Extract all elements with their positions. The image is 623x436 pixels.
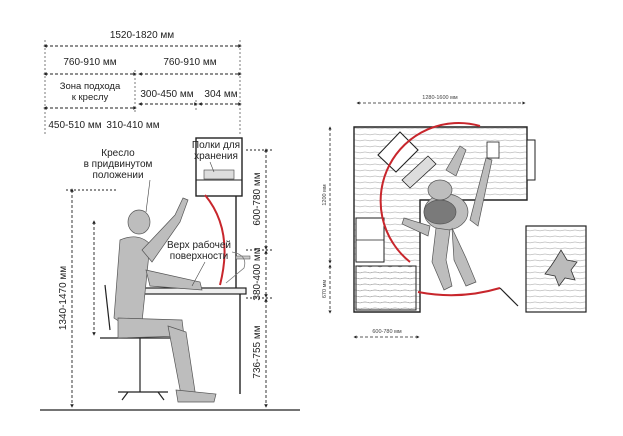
label-shelves-2: хранения xyxy=(194,151,238,162)
label-chair-pushed-2: в придвинутом xyxy=(84,159,153,170)
label-dim-1340-1470: 1340-1470 мм xyxy=(58,266,69,330)
label-chair-pushed-3: положении xyxy=(92,170,143,181)
label-dim-600-780: 600-780 мм xyxy=(252,172,263,225)
plan-reach-arc xyxy=(379,122,481,263)
label-chair-pushed-1: Кресло xyxy=(101,148,135,159)
label-dim-736-755: 736-755 мм xyxy=(252,325,263,378)
label-plan-670: 670 мм xyxy=(322,280,328,298)
label-dim-right: 760-910 мм xyxy=(163,57,216,68)
books xyxy=(203,169,235,180)
plan-view: 1280-1600 мм 1200 мм 670 мм 600-780 мм xyxy=(322,95,587,339)
dim-left-vertical xyxy=(66,188,118,408)
drawer-unit xyxy=(355,265,417,311)
extension-lines xyxy=(44,40,241,135)
dim-zone-lines xyxy=(43,102,242,110)
label-shelves-1: Полки для xyxy=(192,140,240,151)
label-dim-left: 760-910 мм xyxy=(63,57,116,68)
label-dim-310-410: 310-410 мм xyxy=(106,120,159,131)
shelf-cabinet xyxy=(195,137,243,197)
label-approach-zone-2: к креслу xyxy=(72,92,109,103)
label-plan-600-780: 600-780 мм xyxy=(372,329,401,335)
label-plan-1280-1600: 1280-1600 мм xyxy=(422,95,458,101)
plan-figure xyxy=(401,145,493,291)
label-work-surface-1: Верх рабочей xyxy=(167,239,231,251)
dim-right-vertical xyxy=(246,148,272,408)
plan-keyboard xyxy=(401,155,437,189)
plant xyxy=(544,249,578,287)
label-dim-304: 304 мм xyxy=(204,89,237,100)
chair-swing-arc xyxy=(417,287,501,297)
chair xyxy=(100,284,180,401)
seated-figure xyxy=(113,197,217,403)
reach-arc xyxy=(204,194,226,286)
label-dim-450-510: 450-510 мм xyxy=(48,120,101,131)
side-view: 1520-1820 мм 760-910 мм 760-910 мм Зона … xyxy=(40,30,300,411)
label-plan-1200: 1200 мм xyxy=(322,184,328,206)
label-work-surface-2: поверхности xyxy=(170,251,228,262)
label-dim-380-400: 380-400 мм xyxy=(252,247,263,300)
label-dim-total: 1520-1820 мм xyxy=(110,30,174,41)
label-pointers xyxy=(145,161,215,287)
label-approach-zone-1: Зона подхода xyxy=(60,81,121,92)
label-dim-300-450: 300-450 мм xyxy=(140,89,193,100)
